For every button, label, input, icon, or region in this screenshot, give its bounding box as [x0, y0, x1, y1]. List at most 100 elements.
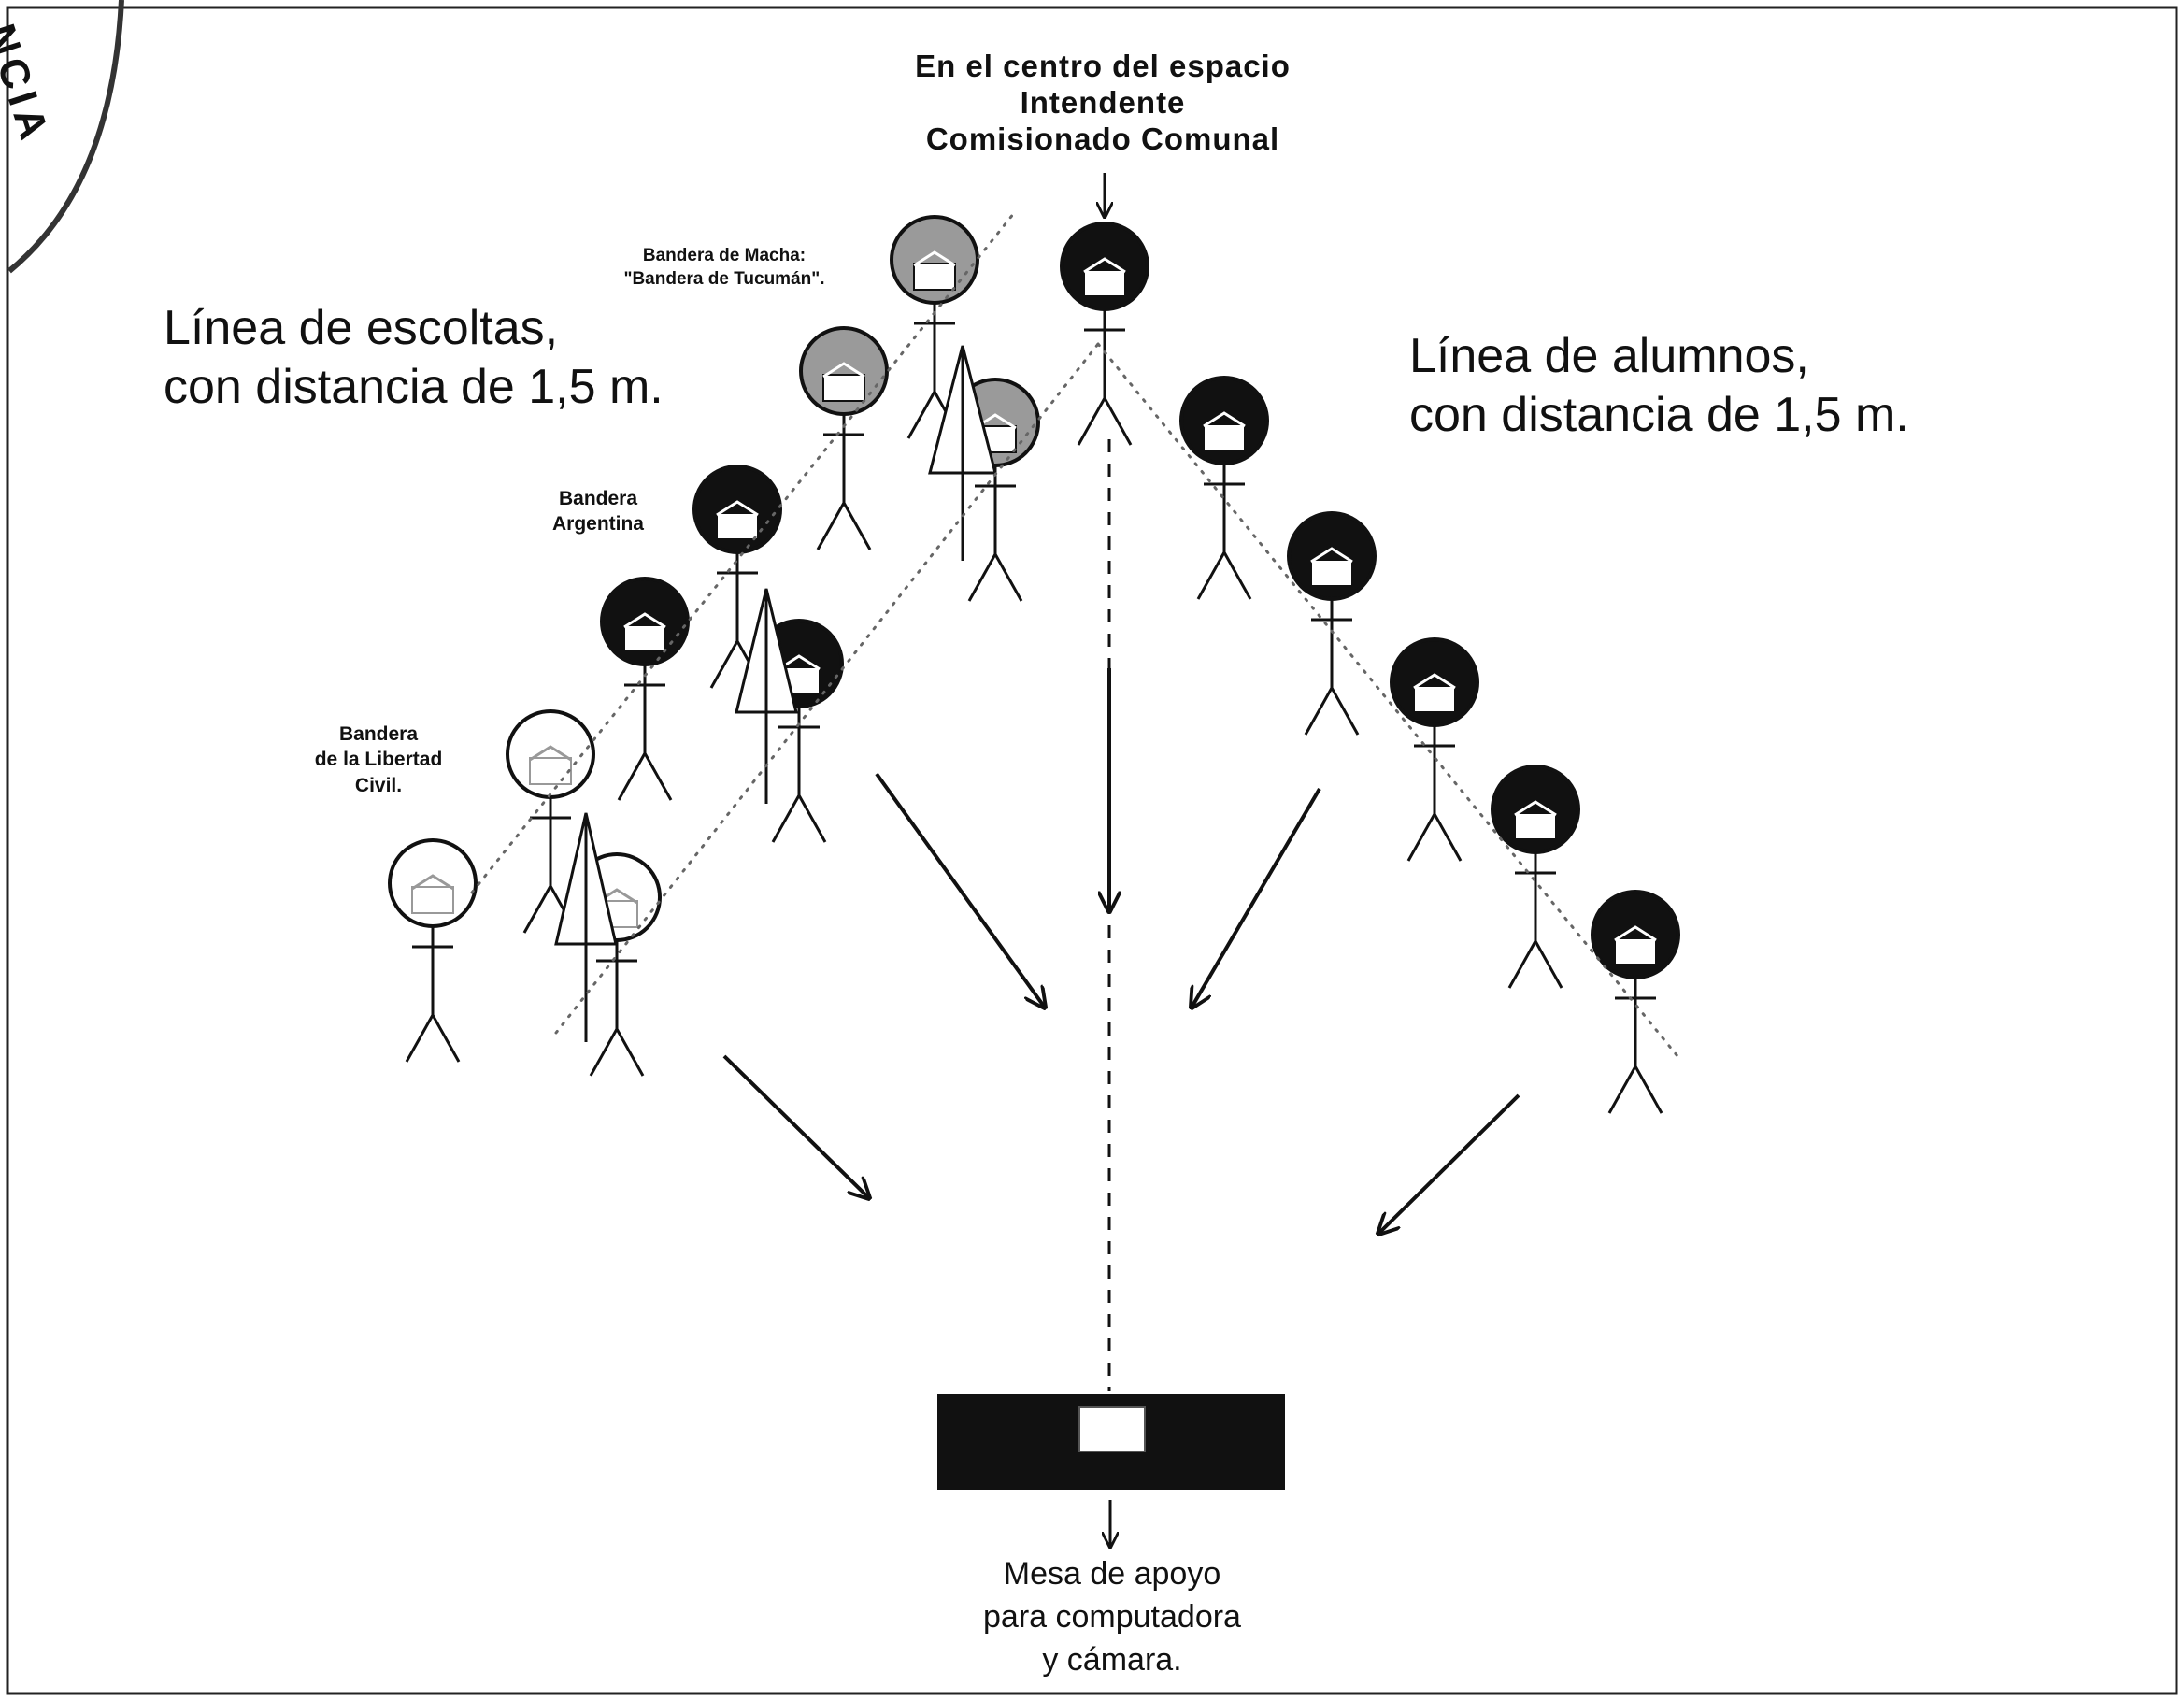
- mask-top: [1514, 800, 1557, 817]
- flag-libertad: [554, 812, 618, 1042]
- face-mask: [623, 624, 666, 652]
- alumno-figure: [1179, 376, 1269, 600]
- leg: [1077, 397, 1106, 446]
- leg: [1304, 687, 1334, 736]
- mask-top: [913, 250, 956, 267]
- mask-top: [1203, 411, 1246, 428]
- alumno-figure: [1390, 637, 1479, 862]
- leg: [842, 502, 872, 550]
- flag-macha-label: Bandera de Macha: "Bandera de Tucumán".: [570, 245, 878, 291]
- page-border: [6, 6, 2178, 1695]
- leg: [797, 794, 827, 843]
- leg: [906, 391, 936, 439]
- direction-arrow: [722, 1054, 869, 1198]
- face-mask: [913, 263, 956, 291]
- leg: [522, 885, 552, 934]
- escoltas-label: Línea de escoltas, con distancia de 1,5 …: [164, 299, 818, 418]
- escolta-figure: [388, 838, 478, 1063]
- leg: [1103, 397, 1133, 446]
- face-mask: [716, 512, 759, 540]
- leg: [709, 640, 739, 689]
- mask-top: [716, 500, 759, 517]
- mesa-label: Mesa de apoyo para computadora y cámara.: [925, 1553, 1299, 1682]
- flag-macha-label-line: Bandera de Macha:: [642, 246, 807, 265]
- leg: [967, 553, 997, 602]
- escolta-figure: [600, 577, 690, 801]
- flag-libertad-label-line: Bandera: [338, 723, 419, 745]
- leg: [1222, 551, 1252, 600]
- face-mask: [1413, 685, 1456, 713]
- flag-libertad-label-line: Civil.: [354, 774, 403, 796]
- leg: [1433, 813, 1463, 862]
- center-label: En el centro del espacio Intendente Comi…: [804, 49, 1402, 158]
- face-mask: [1203, 423, 1246, 451]
- direction-arrow: [1192, 787, 1321, 1008]
- flag-argentina-label-line: Argentina: [551, 513, 644, 536]
- figures-layer: [388, 215, 1680, 1114]
- alumnos-label-line: Línea de alumnos,: [1409, 329, 1809, 383]
- face-mask: [822, 374, 865, 402]
- formation-dotted-line: [1096, 342, 1679, 1058]
- formation-dotted-line: [554, 342, 1100, 1035]
- flag-argentina-label-line: Bandera: [558, 488, 638, 509]
- leg: [643, 752, 673, 801]
- mask-top: [1413, 673, 1456, 690]
- mask-top: [411, 874, 454, 891]
- alumno-figure: [1591, 890, 1680, 1114]
- leg: [1634, 1065, 1663, 1114]
- flag-macha-label-line: "Bandera de Tucumán".: [623, 268, 825, 289]
- center-label-line: En el centro del espacio: [915, 49, 1291, 83]
- escolta-figure: [506, 709, 595, 934]
- flag-libertad-label-line: de la Libertad: [314, 749, 443, 771]
- face-mask: [411, 886, 454, 914]
- stamp-arc: [7, 0, 124, 274]
- escolta-figure: [799, 326, 889, 550]
- formation-dotted-line: [470, 211, 1016, 894]
- leg: [1534, 940, 1563, 989]
- mask-top: [822, 362, 865, 379]
- leg: [615, 1028, 645, 1077]
- mesa-label-line: Mesa de apoyo: [1003, 1556, 1221, 1592]
- escoltas-label-line: Línea de escoltas,: [164, 301, 559, 355]
- mask-top: [1083, 257, 1126, 274]
- alumno-figure: [1287, 511, 1377, 736]
- leg: [1507, 940, 1537, 989]
- leg: [617, 752, 647, 801]
- face-mask: [1514, 812, 1557, 840]
- face-mask: [1614, 937, 1657, 965]
- face-mask: [529, 757, 572, 785]
- escoltas-label-line: con distancia de 1,5 m.: [164, 360, 664, 415]
- direction-arrow: [1378, 1094, 1520, 1234]
- leg: [1196, 551, 1226, 600]
- center-label-line: Comisionado Comunal: [925, 121, 1280, 156]
- alumnos-label-line: con distancia de 1,5 m.: [1409, 388, 1909, 443]
- mask-top: [1614, 925, 1657, 942]
- direction-arrow: [875, 772, 1045, 1008]
- leg: [1406, 813, 1436, 862]
- leg: [589, 1028, 619, 1077]
- face-mask: [1083, 269, 1126, 297]
- leg: [431, 1014, 461, 1063]
- escolta-figure: [692, 465, 782, 689]
- mesa-label-line: para computadora: [983, 1598, 1241, 1635]
- leg: [1607, 1065, 1637, 1114]
- face-mask: [1310, 559, 1353, 587]
- leg: [993, 553, 1023, 602]
- flag-libertad-label: Bandera de la Libertad Civil.: [299, 722, 458, 798]
- leg: [771, 794, 801, 843]
- intendente-figure: [1060, 222, 1149, 446]
- mask-top: [623, 612, 666, 629]
- leg: [405, 1014, 435, 1063]
- escolta-figure: [890, 215, 979, 439]
- alumno-figure: [1491, 765, 1580, 989]
- leg: [816, 502, 846, 550]
- alumnos-label: Línea de alumnos, con distancia de 1,5 m…: [1409, 327, 2063, 446]
- flag-argentina-label: Bandera Argentina: [523, 486, 673, 537]
- computer-screen: [1078, 1406, 1146, 1452]
- guides-layer: [470, 173, 1679, 1547]
- center-label-line: Intendente: [1020, 84, 1186, 120]
- mask-top: [1310, 547, 1353, 564]
- flag-argentina: [735, 588, 798, 804]
